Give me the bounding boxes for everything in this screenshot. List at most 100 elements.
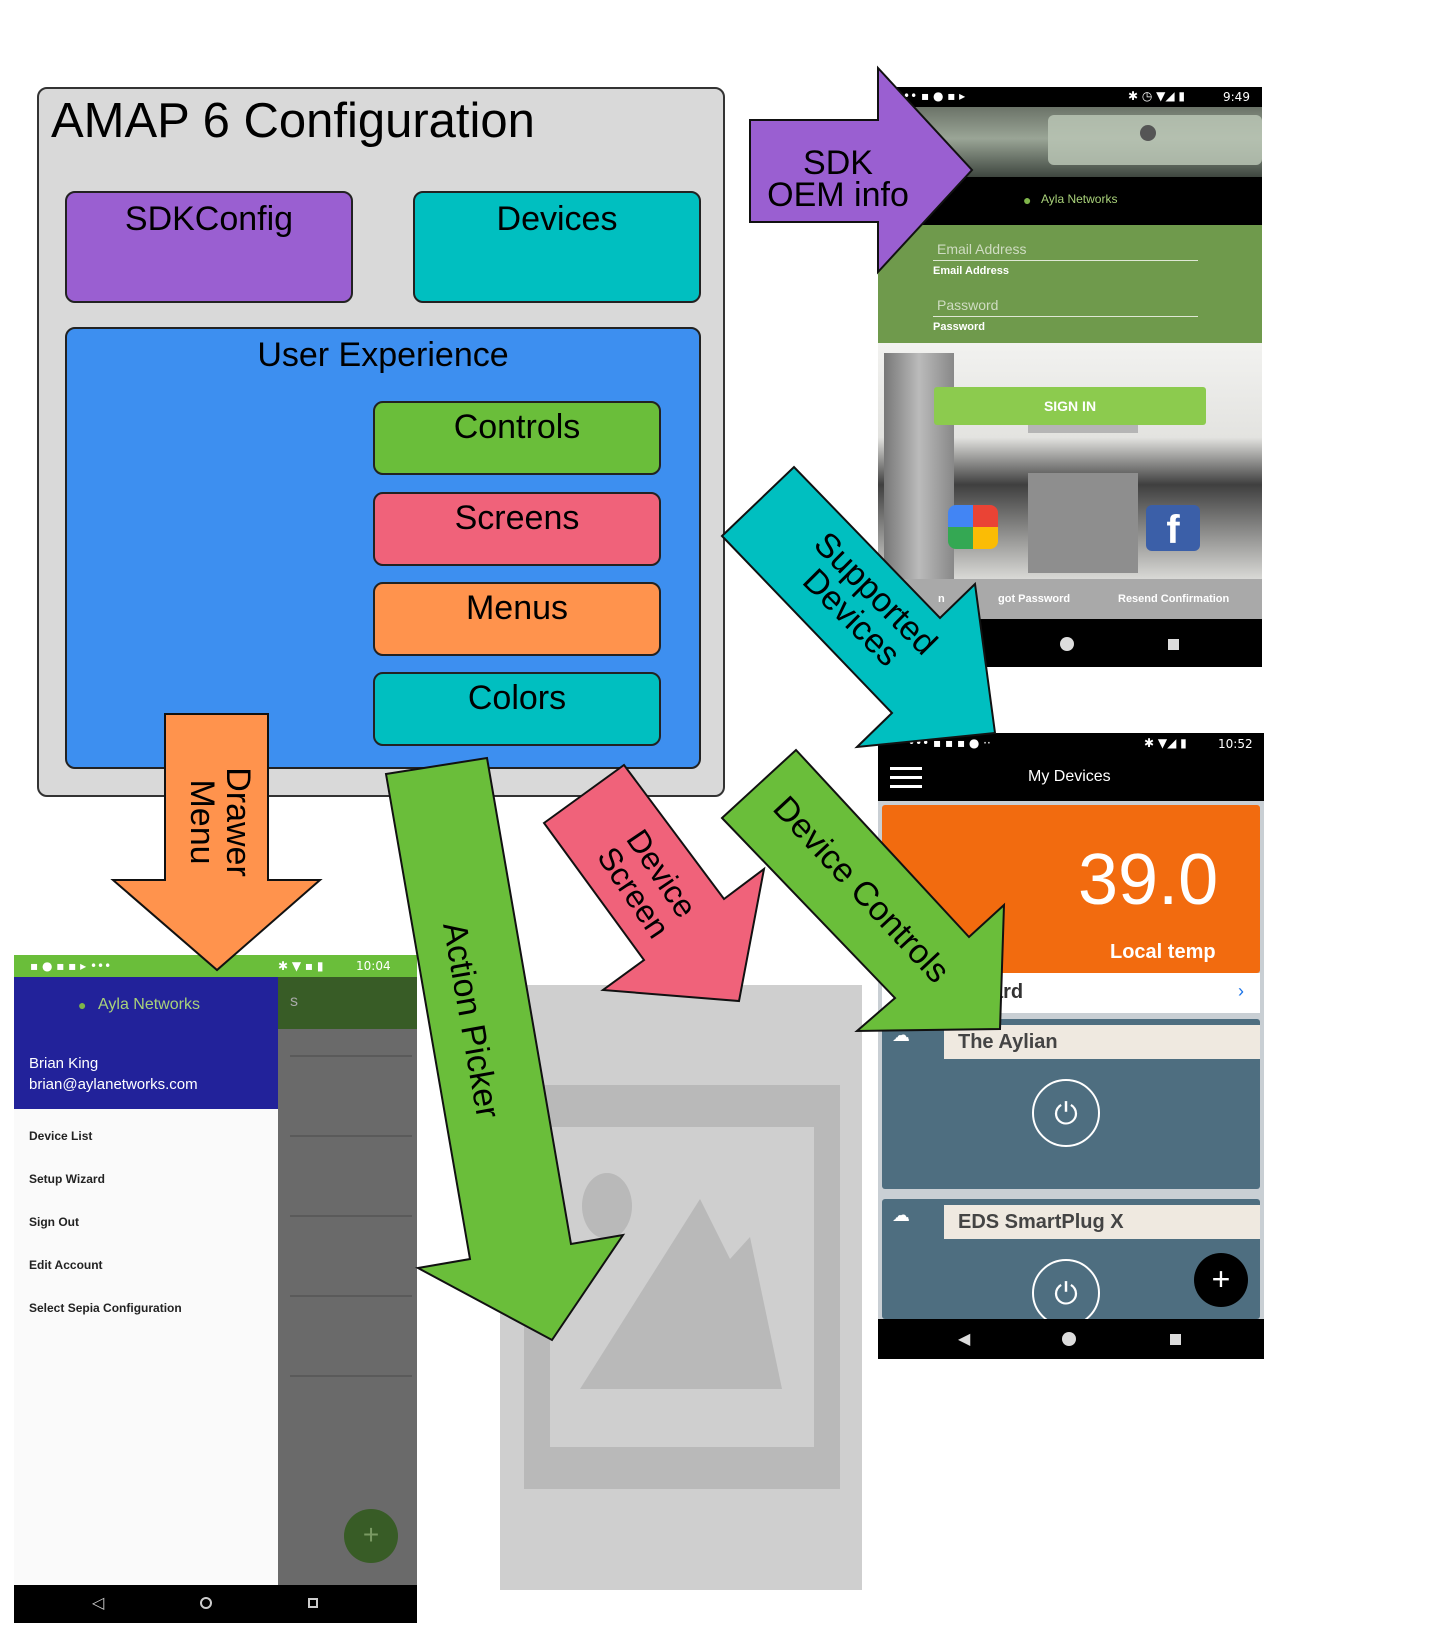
facebook-login-icon[interactable]: f bbox=[1146, 505, 1200, 552]
login-status-time: 9:49 bbox=[1223, 90, 1250, 104]
menus-box: Menus bbox=[373, 582, 661, 656]
drawer-menu-arrow bbox=[110, 713, 323, 972]
stove-shape bbox=[1028, 473, 1138, 573]
navigation-drawer: ● Ayla Networks Brian King brian@aylanet… bbox=[14, 977, 278, 1585]
drawer-user-email: brian@aylanetworks.com bbox=[29, 1076, 198, 1093]
fab-label: + bbox=[1211, 1261, 1231, 1297]
nav-recents-icon[interactable] bbox=[308, 1598, 318, 1608]
login-kitchen-photo bbox=[878, 343, 1262, 579]
password-placeholder: Password bbox=[937, 297, 999, 313]
device-card-aylian[interactable]: ☁ The Aylian ⏻ bbox=[882, 1019, 1260, 1189]
drawer-item-device-list[interactable]: Device List bbox=[29, 1129, 93, 1143]
behind-partial-title: s bbox=[290, 993, 298, 1010]
nav-home-icon[interactable] bbox=[1062, 1332, 1076, 1346]
mountain-shape bbox=[580, 1199, 782, 1389]
power-button-icon[interactable]: ⏻ bbox=[1032, 1079, 1100, 1147]
device-name-bar: The Aylian bbox=[944, 1025, 1260, 1059]
oven-knob-shape bbox=[1140, 125, 1156, 141]
action-picker-arrow bbox=[384, 756, 626, 1342]
drawer-item-setup-wizard[interactable]: Setup Wizard bbox=[29, 1172, 105, 1186]
login-status-icons-right: ✱ ◷ ▼◢ ▮ bbox=[1128, 89, 1186, 103]
email-input[interactable]: Email Address bbox=[933, 235, 1198, 261]
drawer-menu-text-line2: Menu bbox=[183, 779, 221, 864]
controls-box: Controls bbox=[373, 401, 661, 475]
behind-list-row bbox=[290, 1055, 412, 1057]
drawer-status-icons-left: ▪ ● ▪ ▪ ▸ ••• bbox=[30, 959, 112, 973]
email-label: Email Address bbox=[933, 265, 1010, 277]
nav-back-icon[interactable]: ◀ bbox=[958, 1331, 971, 1348]
devices-phone: ••• ▪ ▪ ▪ ● ·· ✱ ▼◢ ▮ 10:52 My Devices 3… bbox=[878, 733, 1264, 1359]
device-card-smartplug[interactable]: ☁ EDS SmartPlug X ⏻ bbox=[882, 1199, 1260, 1327]
chevron-right-icon: › bbox=[1238, 981, 1244, 1001]
sign-in-button[interactable]: SIGN IN bbox=[934, 387, 1206, 425]
behind-list-row bbox=[290, 1215, 412, 1217]
colors-box: Colors bbox=[373, 672, 661, 746]
device1-name: The Aylian bbox=[958, 1031, 1058, 1053]
partial-left-link[interactable]: n bbox=[938, 593, 945, 605]
screens-label: Screens bbox=[454, 499, 580, 537]
placeholder-frame bbox=[524, 1085, 840, 1489]
devices-box: Devices bbox=[413, 191, 701, 303]
resend-confirmation-link[interactable]: Resend Confirmation bbox=[1118, 593, 1230, 605]
devices-status-time: 10:52 bbox=[1218, 737, 1253, 751]
login-form-area: Email Address Email Address Password Pas… bbox=[878, 225, 1262, 343]
ayla-leaf-icon: ● bbox=[78, 997, 87, 1013]
user-experience-label: User Experience bbox=[257, 336, 509, 374]
screens-box: Screens bbox=[373, 492, 661, 566]
nav-recents-icon[interactable] bbox=[1168, 639, 1179, 650]
devices-status-icons-right: ✱ ▼◢ ▮ bbox=[1144, 736, 1187, 750]
drawer-status-icons-right: ✱ ▼ ▪ ▮ bbox=[278, 959, 324, 973]
drawer-menu-text-line1: Drawer bbox=[219, 767, 257, 877]
drawer-brand: Ayla Networks bbox=[98, 996, 200, 1013]
behind-list-row bbox=[290, 1135, 412, 1137]
controls-label: Controls bbox=[453, 408, 581, 446]
placeholder-mountain-icon bbox=[580, 1199, 782, 1389]
drawer-status-time: 10:04 bbox=[356, 959, 391, 973]
sdk-oem-arrow bbox=[749, 65, 974, 275]
forgot-password-link[interactable]: got Password bbox=[998, 593, 1071, 605]
nav-home-icon[interactable] bbox=[200, 1597, 212, 1609]
drawer-item-select-sepia[interactable]: Select Sepia Configuration bbox=[29, 1301, 182, 1315]
add-device-fab[interactable]: + bbox=[1194, 1253, 1248, 1307]
device-screen-arrow bbox=[542, 763, 766, 1003]
sign-in-label: SIGN IN bbox=[1043, 398, 1097, 414]
menus-label: Menus bbox=[465, 589, 569, 627]
device2-name: EDS SmartPlug X bbox=[958, 1211, 1124, 1233]
device-name-bar: EDS SmartPlug X bbox=[944, 1205, 1260, 1239]
nav-home-icon[interactable] bbox=[1060, 637, 1074, 651]
drawer-nav-bar: ◁ bbox=[14, 1585, 417, 1623]
drawer-phone: s + ▪ ● ▪ ▪ ▸ ••• ✱ ▼ ▪ ▮ 10:04 ● Ayla N… bbox=[14, 955, 417, 1623]
behind-list-row bbox=[290, 1375, 412, 1377]
hamburger-menu-icon[interactable] bbox=[890, 767, 922, 789]
nav-recents-icon[interactable] bbox=[1170, 1334, 1181, 1345]
drawer-item-sign-out[interactable]: Sign Out bbox=[29, 1215, 79, 1229]
login-status-bar: ▪ ••• ▪ ● ▪ ▸ ✱ ◷ ▼◢ ▮ 9:49 bbox=[878, 87, 1262, 107]
devices-nav-bar: ◀ bbox=[878, 1319, 1264, 1359]
sdk-oem-text-line2: OEM info bbox=[767, 176, 909, 214]
devices-title: My Devices bbox=[1028, 768, 1111, 785]
config-title: AMAP 6 Configuration bbox=[51, 94, 535, 148]
login-brand: Ayla Networks bbox=[1041, 192, 1118, 206]
drawer-header: ● Ayla Networks Brian King brian@aylanet… bbox=[14, 977, 278, 1109]
email-placeholder: Email Address bbox=[937, 241, 1027, 257]
sdkconfig-label: SDKConfig bbox=[124, 200, 294, 238]
google-login-icon[interactable] bbox=[948, 505, 998, 549]
behind-fab-label: + bbox=[362, 1519, 380, 1550]
behind-list-row bbox=[290, 1295, 412, 1297]
hamburger-line bbox=[890, 785, 922, 788]
drawer-item-edit-account[interactable]: Edit Account bbox=[29, 1258, 103, 1272]
drawer-user-name: Brian King bbox=[29, 1055, 99, 1072]
temperature-label: Local temp bbox=[1110, 941, 1216, 963]
devices-label: Devices bbox=[496, 200, 618, 238]
behind-fab: + bbox=[344, 1509, 398, 1563]
supported-devices-arrow bbox=[720, 465, 997, 749]
sdk-oem-text-line1: SDK bbox=[803, 144, 873, 182]
nav-back-icon[interactable]: ◁ bbox=[92, 1595, 105, 1612]
temperature-value: 39.0 bbox=[1078, 840, 1219, 920]
oven-panel-shape bbox=[1048, 115, 1262, 165]
drawer-menu-label: Drawer Menu bbox=[183, 767, 257, 877]
hamburger-line bbox=[890, 767, 922, 770]
placeholder-inner bbox=[550, 1127, 814, 1447]
password-input[interactable]: Password bbox=[933, 291, 1198, 317]
